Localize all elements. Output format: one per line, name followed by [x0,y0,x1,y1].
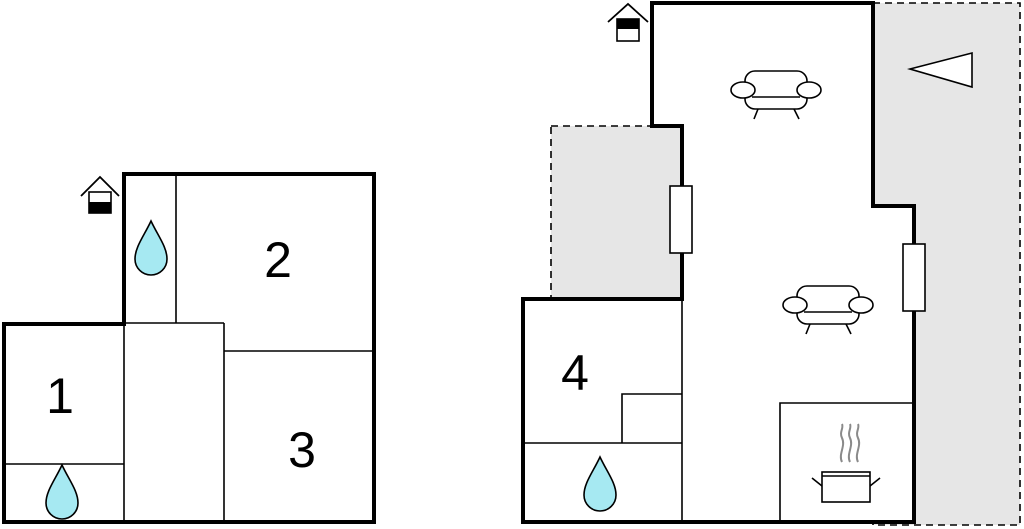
bathroom-water-drop-icon [583,455,617,512]
entrance-icon [607,2,649,42]
kitchen-pot-icon [811,423,881,503]
room-number-1: 1 [46,368,74,424]
entrance-icon [80,175,120,214]
bathroom-water-drop-icon [45,463,79,520]
bathroom-water-drop-icon [134,219,168,276]
room-number-3: 3 [288,422,316,478]
exterior-wall [2,172,376,524]
north-arrow-icon [906,51,973,89]
room-number-2: 2 [264,232,292,288]
upper-floor-plan: 4 [521,1,1021,526]
room-number-4: 4 [561,345,589,401]
closet-wall [621,393,682,443]
ground-floor-plan: 1 2 3 [2,172,376,524]
sofa-icon [730,70,822,120]
kitchen-wall [779,402,914,522]
window [902,243,926,312]
terrace-area [550,125,683,300]
exterior-wall [521,1,916,524]
window [669,185,693,254]
sofa-icon [782,285,874,335]
